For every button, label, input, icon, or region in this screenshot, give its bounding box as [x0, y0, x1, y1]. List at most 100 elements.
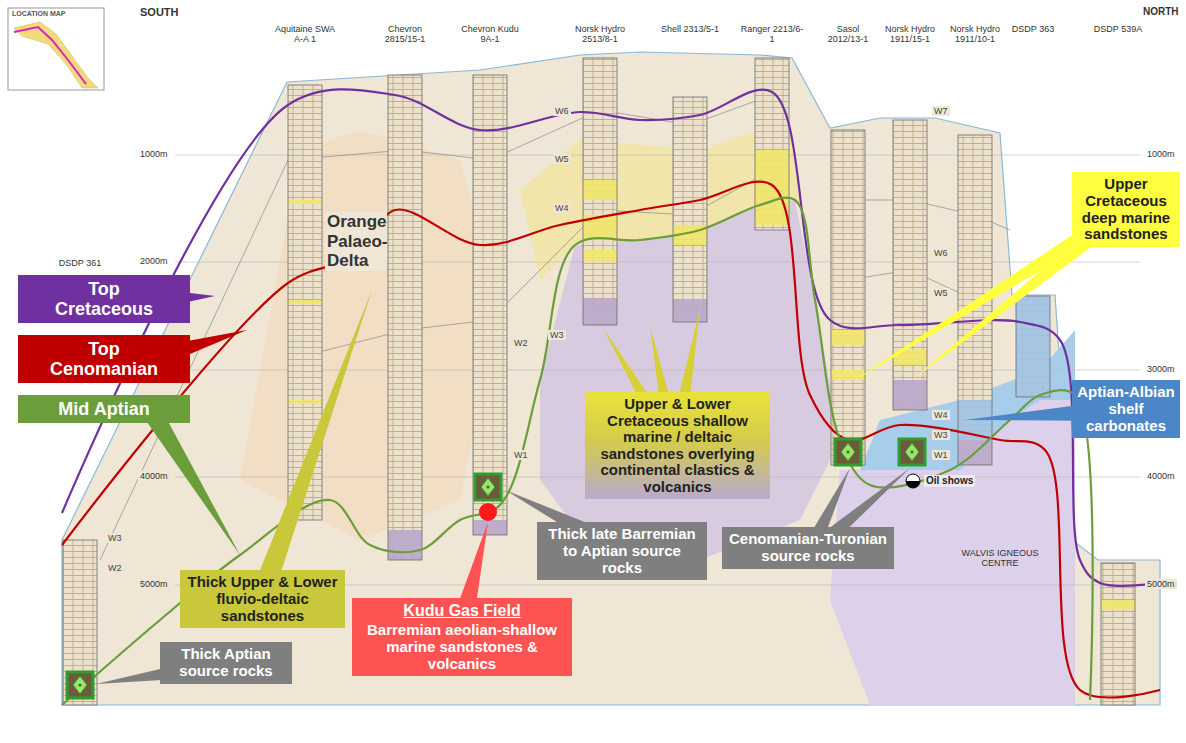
lithology-band [1101, 600, 1135, 610]
lithology-band [288, 300, 322, 304]
horizon-label: W1 [512, 450, 530, 460]
well-log [63, 540, 97, 705]
depth-label: 5000m [1145, 579, 1177, 589]
well-log [388, 75, 422, 560]
lithology-band [583, 250, 617, 262]
depth-label: 3000m [1145, 364, 1177, 374]
callout-box: Thick Aptian source rocks [160, 642, 292, 684]
horizon-label: W1 [932, 450, 950, 460]
well-outline [673, 97, 707, 322]
delta-wedge [240, 130, 500, 540]
marker-frame [67, 672, 93, 698]
marker-diamond [905, 443, 919, 461]
callout-text: Thick Upper & Lower fluvio-deltaic sands… [185, 574, 340, 624]
region-label: WALVIS IGNEOUS CENTRE [958, 548, 1042, 569]
marker-dot [487, 486, 490, 489]
well-log [473, 75, 507, 535]
source-rock-marker [67, 672, 93, 698]
horizon-label: W3 [932, 430, 950, 440]
well-log [893, 120, 927, 410]
callout-box: Kudu Gas FieldBarremian aeolian-shallow … [352, 598, 572, 676]
marker-dot [847, 451, 850, 454]
well-outline [893, 120, 927, 410]
depth-label: 1000m [138, 149, 170, 159]
callout-box: Top Cretaceous [18, 275, 190, 323]
depth-label: 4000m [138, 471, 170, 481]
well-name: Shell 2313/5-1 [657, 24, 723, 34]
callout-text: Cenomanian-Turonian source rocks [727, 531, 889, 565]
horizon-line [62, 182, 1160, 698]
lithology-band [831, 370, 865, 380]
lithology-band [583, 180, 617, 200]
depth-label: 4000m [1145, 471, 1177, 481]
well-name: Chevron Kudu 9A-1 [457, 24, 523, 45]
lithology-band [288, 200, 322, 204]
source-rock-marker [835, 439, 861, 465]
feature-label: Orange Palaeo-Delta [325, 212, 387, 271]
well-name: Ranger 2213/6-1 [739, 24, 805, 45]
depth-label: 2000m [138, 256, 170, 266]
callout-text: Kudu Gas Field [357, 602, 567, 620]
marker-frame [899, 439, 925, 465]
gas-field-dot [479, 503, 497, 521]
marker-diamond [481, 478, 495, 496]
inset-route [14, 27, 86, 84]
callout-box: Mid Aptian [18, 395, 190, 423]
inset-land [14, 22, 98, 88]
callout-text: Aptian-Albian shelf carbonates [1077, 384, 1175, 434]
callout-text: Thick Aptian source rocks [165, 646, 287, 680]
well-name: Sasol 2012/13-1 [818, 24, 878, 45]
callout-pointer [252, 290, 372, 599]
callout-text: Thick late Barremian to Aptian source ro… [542, 526, 702, 576]
callout-text: Upper & Lower Cretaceous shallow marine … [590, 396, 765, 495]
lithology-band [893, 380, 927, 410]
callout-text: Upper Cretaceous deep marine sandstones [1077, 176, 1175, 243]
well-name: Norsk Hydro 2513/8-1 [567, 24, 633, 45]
depth-label: 5000m [138, 579, 170, 589]
horizons [62, 89, 1160, 705]
horizon-label: W6 [553, 106, 571, 116]
callout-box: Top Cenomanian [18, 335, 190, 383]
lithology-band [583, 298, 617, 325]
lithology-band [388, 530, 422, 560]
oil-show-fill [906, 481, 920, 488]
callout-box: Thick Upper & Lower fluvio-deltaic sands… [180, 570, 345, 628]
well-log [831, 130, 865, 465]
marker-diamond [841, 443, 855, 461]
lithology-band [1016, 296, 1050, 397]
horizon-label: W2 [512, 338, 530, 348]
callout-box: Upper & Lower Cretaceous shallow marine … [585, 392, 770, 499]
callout-body: Barremian aeolian-shallow marine sandsto… [357, 622, 567, 672]
callout-box: Thick late Barremian to Aptian source ro… [537, 522, 707, 580]
source-rock-marker [475, 474, 501, 500]
oil-show-label: Oil shows [924, 475, 975, 487]
lithology-band [831, 330, 865, 345]
well-column [473, 75, 507, 535]
lithology-band [755, 150, 789, 225]
well-column [583, 58, 617, 325]
horizon-label: W3 [548, 330, 566, 340]
well-outline [1016, 296, 1050, 397]
callout-box: Cenomanian-Turonian source rocks [722, 527, 894, 569]
horizon-line [62, 89, 1160, 585]
horizon-label: W2 [106, 563, 124, 573]
callout-text: Top Cenomanian [44, 339, 164, 379]
marker-frame [475, 474, 501, 500]
lithology-band [288, 400, 322, 404]
well-column [63, 540, 97, 705]
horizon-label: W7 [932, 106, 950, 116]
well-name: DSDP 539A [1088, 24, 1148, 34]
well-outline [63, 540, 97, 705]
horizon-label: W4 [932, 410, 950, 420]
well-name: Norsk Hydro 1911/15-1 [880, 24, 940, 45]
callout-text: Mid Aptian [23, 399, 185, 419]
callout-box: Aptian-Albian shelf carbonates [1072, 380, 1180, 438]
marker-frame [835, 439, 861, 465]
well-log [1016, 296, 1050, 397]
well-name: DSDP 361 [58, 258, 102, 268]
well-name: Norsk Hydro 1911/10-1 [945, 24, 1005, 45]
section-ground [62, 52, 1160, 705]
inset-frame [8, 8, 104, 90]
well-outline [583, 58, 617, 325]
